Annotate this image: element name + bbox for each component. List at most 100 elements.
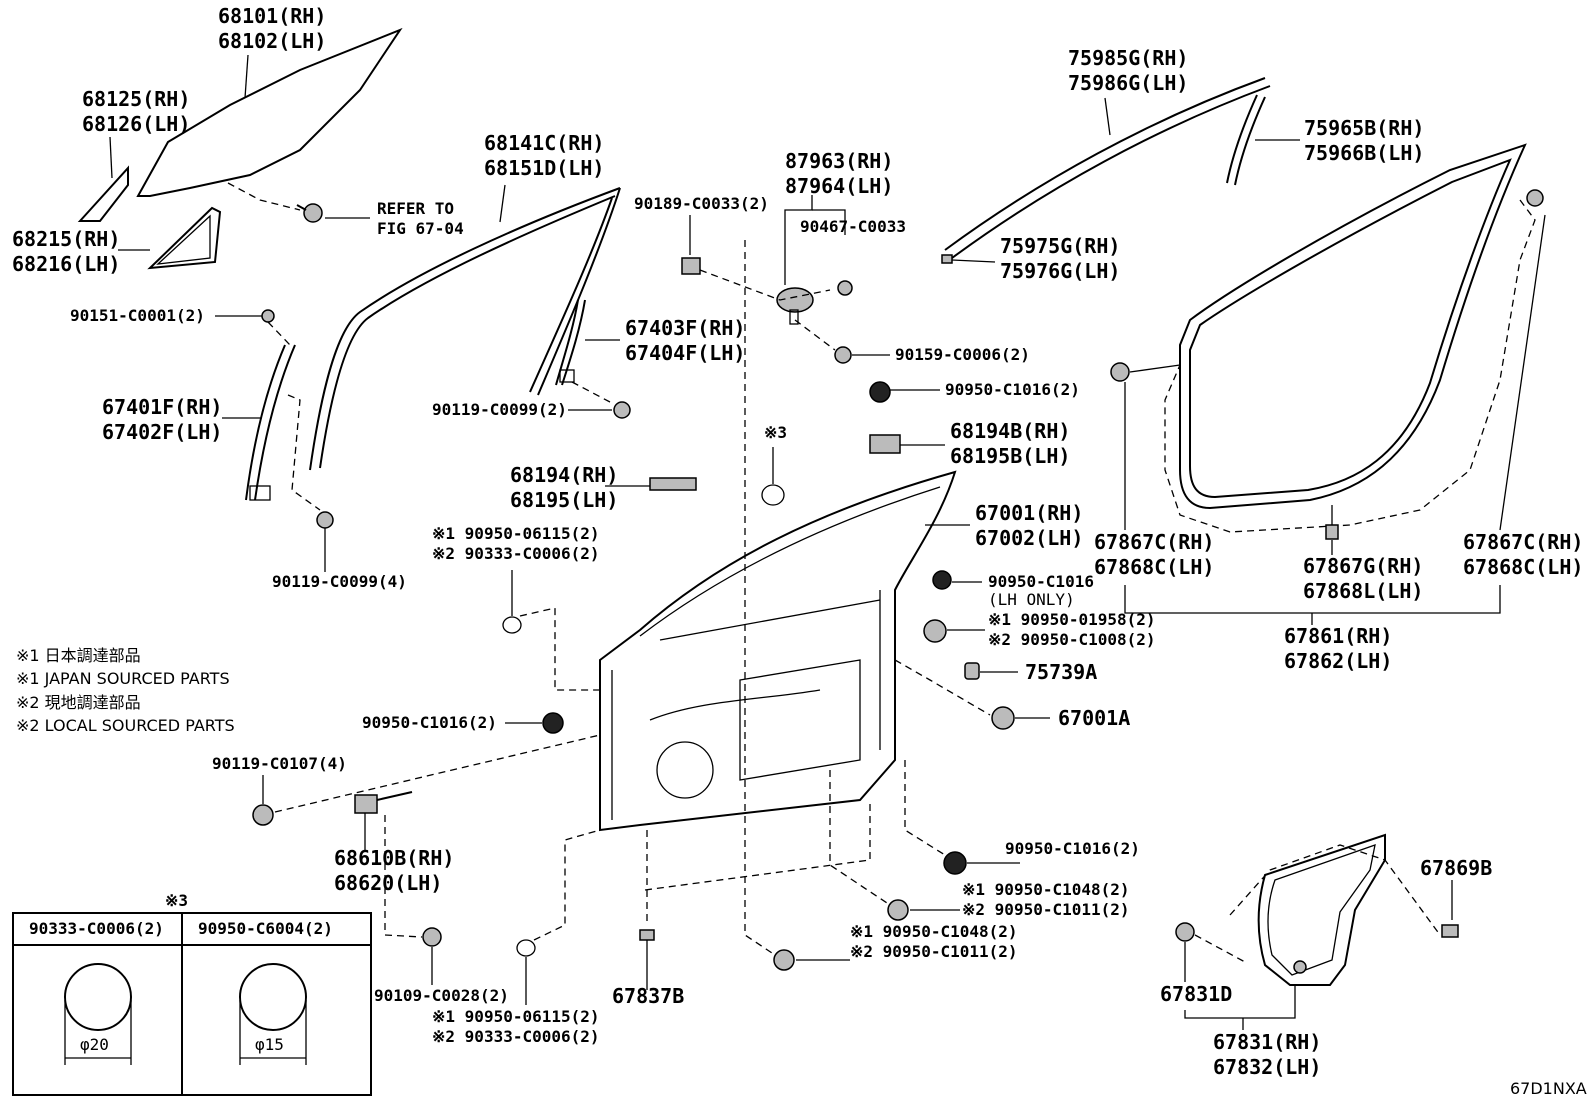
- leader-87963: [784, 195, 813, 285]
- quarter-glass[interactable]: [77, 165, 129, 222]
- label-67831d: 67831D: [1160, 982, 1233, 1006]
- leader-75975: [951, 259, 996, 263]
- dash-90109: [384, 815, 423, 938]
- clip-67869b[interactable]: [1441, 924, 1459, 938]
- plug-90950-b[interactable]: [542, 712, 564, 734]
- roof-moulding[interactable]: [944, 77, 1271, 259]
- ring-90950-06115-b[interactable]: [516, 939, 536, 957]
- pad-75739a[interactable]: [964, 662, 980, 680]
- label-67837: 67837B: [612, 984, 685, 1008]
- label-68125: 68125(RH)68126(LH): [82, 87, 191, 136]
- clip-67831d[interactable]: [1175, 922, 1195, 942]
- frame-moulding[interactable]: [309, 187, 621, 471]
- dash-cover: [1229, 844, 1441, 936]
- dash-refer: [227, 182, 301, 211]
- rear-moulding[interactable]: [1226, 94, 1266, 186]
- plug-c1048-a[interactable]: [887, 899, 909, 921]
- dash-06115b: [533, 829, 601, 941]
- dash-weatherstrip: [1164, 199, 1536, 533]
- label-75985: 75985G(RH)75986G(LH): [1068, 46, 1189, 95]
- label-67867g: 67867G(RH)67868L(LH): [1303, 554, 1424, 603]
- mirror-motor[interactable]: [776, 287, 814, 325]
- service-hole-cover[interactable]: [1257, 833, 1386, 986]
- label-90189: 90189-C0033(2): [634, 194, 769, 213]
- door-check[interactable]: [354, 791, 413, 814]
- nut-90467[interactable]: [837, 280, 853, 296]
- label-star3: ※3: [764, 423, 788, 442]
- plug-90950-c[interactable]: [943, 851, 967, 875]
- table-dim-1: φ20: [80, 1035, 109, 1054]
- label-67401: 67401F(RH)67402F(LH): [102, 395, 223, 444]
- dash-90119b: [571, 381, 611, 403]
- label-67001: 67001(RH)67002(LH): [975, 501, 1084, 550]
- leader-67867c-r: [1499, 214, 1546, 531]
- label-75975: 75975G(RH)75976G(LH): [1000, 234, 1121, 283]
- label-90467: 90467-C0033: [800, 217, 906, 236]
- bolt-90109[interactable]: [422, 927, 442, 947]
- clip-67837b[interactable]: [639, 929, 655, 941]
- dash-90151: [267, 321, 291, 346]
- screw-90151[interactable]: [261, 309, 275, 323]
- label-67403: 67403F(RH)67404F(LH): [625, 316, 746, 365]
- label-68610: 68610B(RH)68620(LH): [334, 846, 455, 895]
- plug-90950-a[interactable]: [869, 381, 891, 403]
- dash-67867c-l: [1129, 364, 1181, 373]
- label-75739: 75739A: [1025, 660, 1098, 684]
- table-col-2: 90950-C6004(2): [198, 919, 333, 938]
- dash-06115a: [519, 607, 600, 691]
- note-3: ※2 現地調達部品: [16, 693, 141, 712]
- table-title: ※3: [165, 891, 189, 910]
- label-c1048a: ※1 90950-C1048(2)※2 90950-C1011(2): [962, 880, 1130, 919]
- label-67861: 67861(RH)67862(LH): [1284, 624, 1393, 673]
- note-1: ※1 日本調達部品: [16, 646, 141, 665]
- run-channel-rear[interactable]: [555, 299, 586, 386]
- dash-c1048b: [744, 240, 776, 956]
- table-dim-2: φ15: [255, 1035, 284, 1054]
- ring-90950-06115-a[interactable]: [502, 616, 522, 634]
- plug-90950-lh[interactable]: [932, 570, 952, 590]
- bolt-90119-c[interactable]: [252, 804, 274, 826]
- label-67867c-r: 67867C(RH)67868C(LH): [1463, 530, 1584, 579]
- label-06115a: ※1 90950-06115(2)※2 90333-C0006(2): [432, 524, 600, 563]
- label-67831: 67831(RH)67832(LH): [1213, 1030, 1322, 1079]
- bolt-90119-b[interactable]: [613, 401, 631, 419]
- glass-seal[interactable]: [147, 206, 222, 270]
- dash-67001a: [894, 659, 991, 716]
- run-channel-front[interactable]: [245, 344, 296, 501]
- label-90151: 90151-C0001(2): [70, 306, 205, 325]
- door-panel[interactable]: [599, 470, 957, 832]
- label-90950a: 90950-C1016(2): [945, 380, 1080, 399]
- door-glass[interactable]: [136, 27, 403, 197]
- cover-68194b[interactable]: [869, 434, 901, 454]
- label-68194: 68194(RH)68195(LH): [510, 463, 619, 512]
- bolt-refer[interactable]: [296, 203, 323, 223]
- label-01958: ※1 90950-01958(2)※2 90950-C1008(2): [988, 610, 1156, 649]
- leader-68125: [109, 136, 113, 179]
- clip-67867g[interactable]: [1325, 524, 1339, 540]
- plug-90950-01958[interactable]: [923, 619, 947, 643]
- door-weatherstrip[interactable]: [1179, 143, 1544, 510]
- label-c1048b: ※1 90950-C1048(2)※2 90950-C1011(2): [850, 922, 1018, 961]
- bolt-90119-a[interactable]: [316, 511, 334, 529]
- label-90119c: 90119-C0107(4): [212, 754, 347, 773]
- ring-star3[interactable]: [761, 484, 785, 506]
- leader-75985: [1104, 97, 1111, 136]
- table-col-1: 90333-C0006(2): [29, 919, 164, 938]
- dash-bottom: [644, 800, 871, 891]
- bracket-67831: [1184, 985, 1296, 1019]
- screw-90159[interactable]: [834, 346, 852, 364]
- cover-68194[interactable]: [649, 477, 697, 491]
- dash-90159: [794, 319, 836, 351]
- clip-67867c-left[interactable]: [1110, 362, 1130, 382]
- end-cap-75975[interactable]: [941, 254, 953, 264]
- clip-90189[interactable]: [681, 257, 701, 275]
- label-67869: 67869B: [1420, 856, 1493, 880]
- dash-90950c: [904, 760, 946, 856]
- dash-87963: [699, 269, 831, 301]
- cushion-67001a[interactable]: [991, 706, 1015, 730]
- label-lh-only: 90950-C1016(LH ONLY): [988, 572, 1094, 609]
- plug-c1048-b[interactable]: [773, 949, 795, 971]
- label-90159: 90159-C0006(2): [895, 345, 1030, 364]
- label-67001a: 67001A: [1058, 706, 1131, 730]
